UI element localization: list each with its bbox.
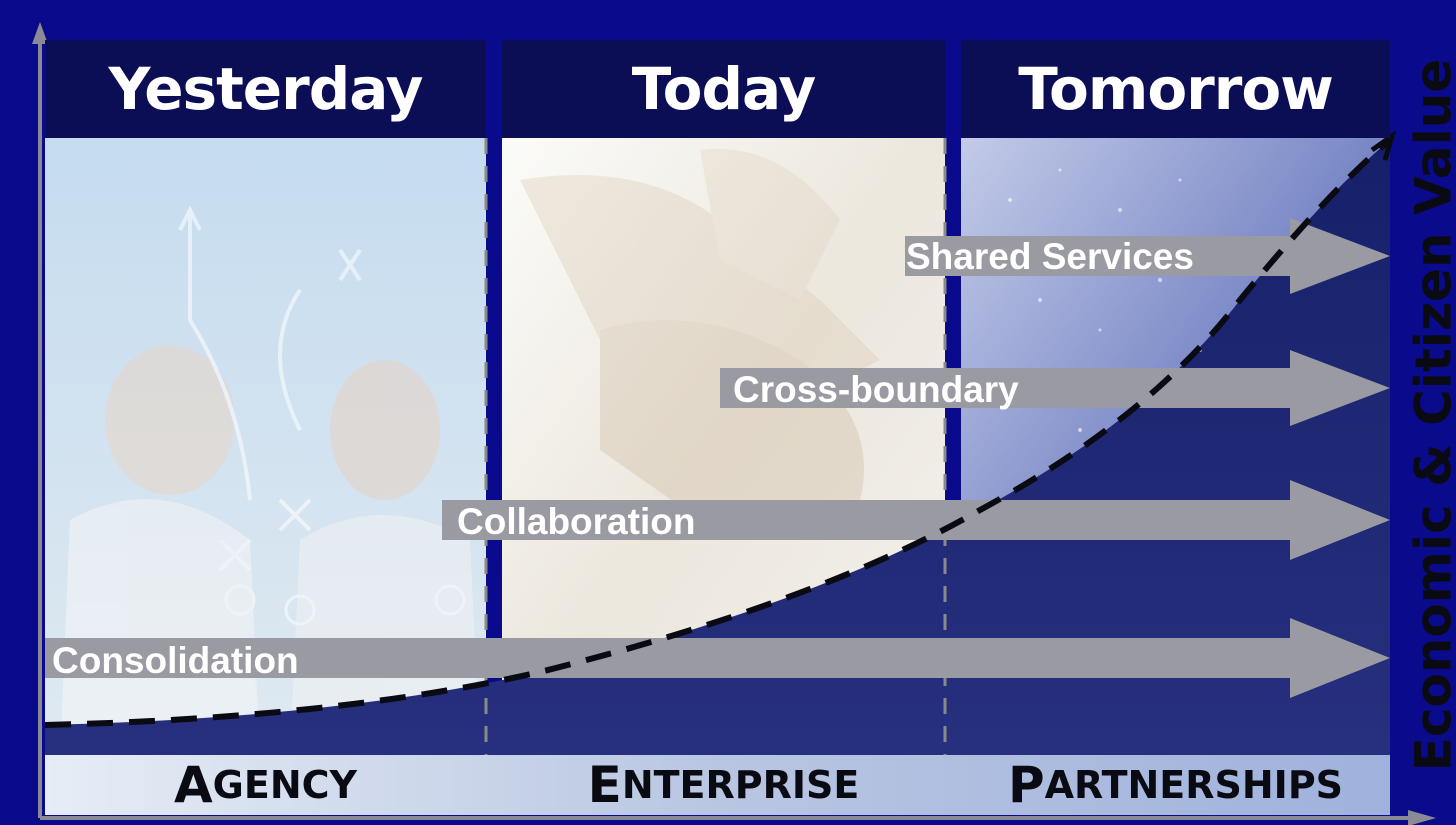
- footer-agency-rest: GENCY: [212, 763, 358, 807]
- label-cross-boundary: Cross-boundary: [733, 369, 1019, 410]
- y-axis-label-text: Economic & Citizen Value: [1404, 58, 1456, 772]
- y-axis-arrowhead: [32, 22, 48, 44]
- footer-enterprise-initial: E: [587, 756, 622, 814]
- label-shared-services: Shared Services: [906, 236, 1194, 277]
- header-yesterday: Yesterday: [45, 40, 486, 138]
- arrow-cross-boundary: [720, 350, 1390, 426]
- label-consolidation: Consolidation: [52, 640, 299, 681]
- arrow-shapes: [45, 218, 1390, 698]
- yesterday-photo: [60, 205, 480, 755]
- x-axis-arrowhead: [1408, 810, 1436, 825]
- header-tomorrow: Tomorrow: [961, 40, 1390, 138]
- arrow-collaboration: [442, 480, 1390, 560]
- gutter-1: [487, 40, 502, 138]
- footer-enterprise-rest: NTERPRISE: [621, 763, 860, 807]
- y-axis-label: Economic & Citizen Value: [1403, 58, 1456, 772]
- growth-curve-arrowhead: [1370, 129, 1397, 161]
- header-tomorrow-text: Tomorrow: [1018, 55, 1334, 123]
- header-today: Today: [502, 40, 945, 138]
- header-yesterday-text: Yesterday: [108, 55, 424, 123]
- growth-curve: [44, 137, 1392, 728]
- value-area: [45, 140, 1390, 755]
- footer-bar: [45, 755, 1390, 815]
- footer-agency-initial: A: [173, 756, 213, 814]
- footer-partnerships-rest: ARTNERSHIPS: [1044, 763, 1344, 807]
- footer-partnerships-initial: P: [1007, 756, 1045, 814]
- arrow-shared-services: [905, 218, 1390, 294]
- label-collaboration: Collaboration: [457, 501, 696, 542]
- header-today-text: Today: [631, 55, 816, 123]
- gutter-2: [946, 40, 961, 138]
- arrow-consolidation: [45, 618, 1390, 698]
